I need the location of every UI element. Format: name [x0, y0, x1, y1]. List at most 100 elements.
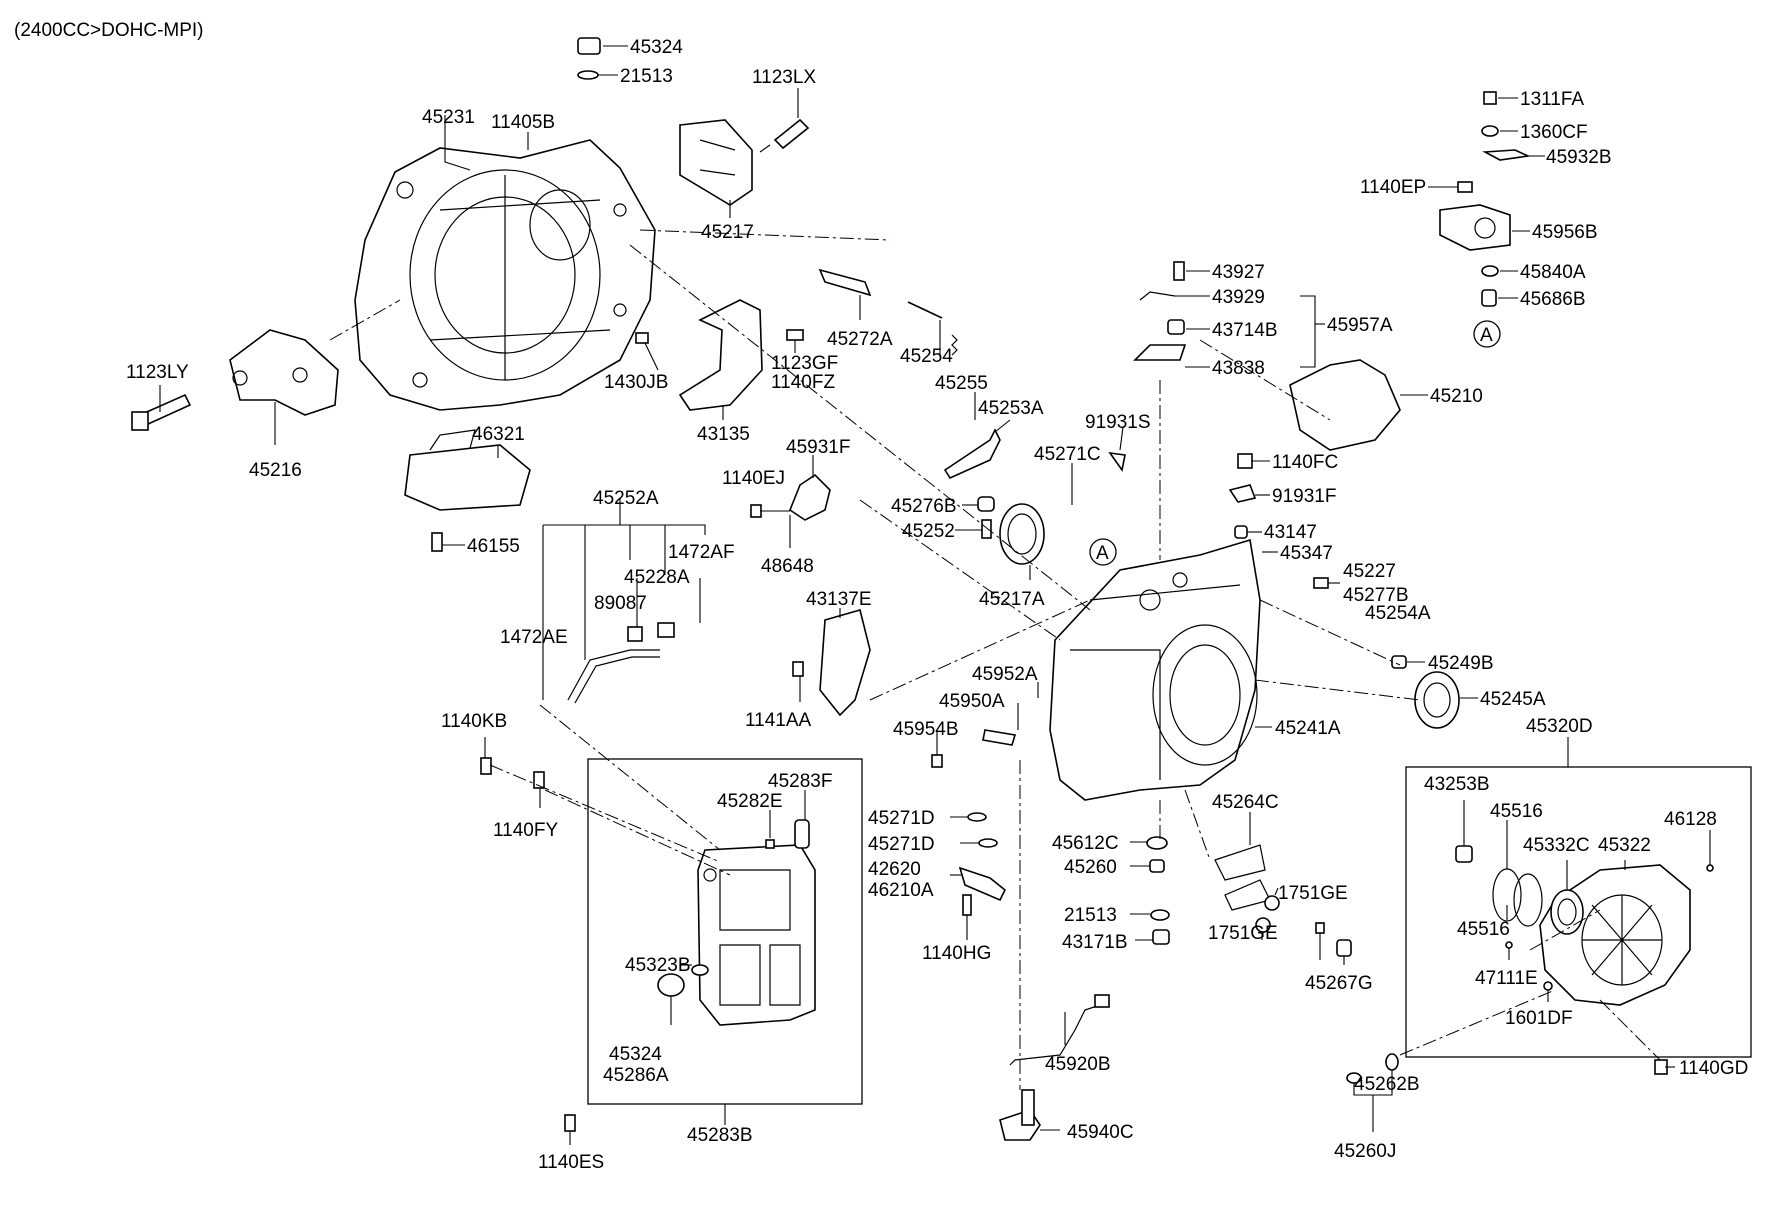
- label-43253B: 43253B: [1424, 774, 1490, 795]
- label-45267G: 45267G: [1305, 973, 1373, 994]
- lever-43838-drawing: [1133, 344, 1187, 361]
- label-45260: 45260: [1064, 857, 1117, 878]
- label-45956B: 45956B: [1532, 222, 1598, 243]
- label-45954B: 45954B: [893, 719, 959, 740]
- lever-45932B-drawing: [1482, 149, 1531, 161]
- label-1430JB: 1430JB: [604, 372, 668, 393]
- washer-1360CF-drawing: [1481, 125, 1499, 137]
- pin-45271D-a-drawing: [967, 812, 987, 822]
- seal-45612C-drawing: [1146, 836, 1168, 850]
- label-45272A: 45272A: [827, 329, 893, 350]
- label-1123GF: 1123GF: [771, 353, 838, 374]
- label-45271D-a: 45271D: [868, 808, 935, 829]
- header-engine-spec: (2400CC>DOHC-MPI): [14, 20, 204, 41]
- label-45254: 45254: [900, 346, 953, 367]
- plate-45950A-drawing: [982, 729, 1017, 746]
- valve-body-cover-drawing: [697, 844, 816, 1026]
- label-1140FZ: 1140FZ: [771, 372, 835, 393]
- solenoid-45283F-drawing: [794, 819, 810, 849]
- label-21513-mid: 21513: [1064, 905, 1117, 926]
- label-45932B: 45932B: [1546, 147, 1612, 168]
- oring-45516-b-drawing: [1513, 873, 1543, 927]
- seal-43253B-drawing: [1455, 845, 1473, 863]
- reference-marker-a-case: [1089, 538, 1117, 566]
- label-1472AE: 1472AE: [500, 627, 568, 648]
- label-45957A: 45957A: [1327, 315, 1393, 336]
- bracket-91931F-drawing: [1228, 484, 1257, 503]
- plug-43171B-drawing: [1152, 929, 1170, 945]
- reference-marker-a-case-label: A: [1096, 543, 1109, 564]
- shield-43135-drawing: [678, 299, 763, 411]
- label-47111E: 47111E: [1475, 968, 1538, 989]
- transaxle-case-drawing: [1049, 538, 1261, 801]
- bolt-1140FY-drawing: [533, 771, 545, 789]
- leader-lines: [159, 45, 1711, 1145]
- pin-1601DF-drawing: [1543, 981, 1553, 991]
- label-1140FY: 1140FY: [493, 820, 558, 841]
- label-89087: 89087: [594, 593, 647, 614]
- label-45332C: 45332C: [1523, 835, 1590, 856]
- label-45217A: 45217A: [979, 589, 1045, 610]
- label-1751GE-b: 1751GE: [1208, 923, 1278, 944]
- seal-45245A-drawing: [1414, 671, 1460, 729]
- sensor-shaft-45940C-drawing: [1021, 1089, 1035, 1126]
- bolt-1140HG-drawing: [962, 894, 972, 916]
- label-45227: 45227: [1343, 561, 1396, 582]
- label-45277B: 45277B: [1343, 585, 1409, 606]
- label-1141AA: 1141AA: [745, 710, 812, 731]
- label-46128: 46128: [1664, 809, 1717, 830]
- label-1360CF: 1360CF: [1520, 122, 1588, 143]
- pin-45271D-b-drawing: [978, 838, 998, 848]
- label-45931F: 45931F: [786, 437, 850, 458]
- label-45282E: 45282E: [717, 791, 783, 812]
- label-45262B: 45262B: [1354, 1074, 1420, 1095]
- label-45347: 45347: [1280, 543, 1333, 564]
- label-43147: 43147: [1264, 522, 1317, 543]
- label-45271D-b: 45271D: [868, 834, 935, 855]
- clip-91931S-drawing: [1108, 451, 1126, 472]
- label-91931F: 91931F: [1272, 486, 1336, 507]
- lever-45272A-drawing: [818, 268, 872, 297]
- label-43137E: 43137E: [806, 589, 872, 610]
- label-1472AF: 1472AF: [668, 542, 735, 563]
- nut-43714B-drawing: [1167, 319, 1185, 335]
- label-45210: 45210: [1430, 386, 1483, 407]
- label-45612C: 45612C: [1052, 833, 1119, 854]
- pin-1430JB-drawing: [635, 332, 649, 344]
- hose-assembly-45252A-drawing: [567, 622, 675, 704]
- bolt-45227-drawing: [1313, 577, 1329, 589]
- mount-45210-drawing: [1289, 359, 1401, 451]
- label-43927: 43927: [1212, 262, 1265, 283]
- pin-47111E-drawing: [1505, 941, 1513, 949]
- label-45686B: 45686B: [1520, 289, 1586, 310]
- reference-marker-a-top-right: [1473, 320, 1501, 348]
- plug-45249B-drawing: [1391, 655, 1407, 669]
- plug-45262B-drawing: [1385, 1053, 1399, 1071]
- bolt-1123LY-drawing: [131, 393, 192, 431]
- label-1140KB: 1140KB: [441, 711, 507, 732]
- label-45920B: 45920B: [1045, 1054, 1111, 1075]
- sensor-lead-45920B-drawing: [1009, 1004, 1101, 1066]
- label-43135: 43135: [697, 424, 750, 445]
- pin-45254-drawing: [907, 301, 943, 319]
- spring-45255-drawing: [951, 334, 958, 356]
- pin-46128-drawing: [1706, 864, 1714, 872]
- label-45516-b: 45516: [1457, 919, 1510, 940]
- label-46155: 46155: [467, 536, 520, 557]
- bolt-1123LX-drawing: [759, 118, 810, 153]
- dashed-alignment-lines: [329, 229, 1661, 1090]
- washer-21513-mid-drawing: [1150, 909, 1170, 921]
- rear-cover-group-box: [1405, 766, 1752, 1058]
- label-45324-low: 45324: [609, 1044, 662, 1065]
- label-91931S: 91931S: [1085, 412, 1151, 433]
- bolt-1123GF-drawing: [786, 329, 804, 341]
- label-11405B: 11405B: [491, 112, 555, 133]
- bolt-1141AA-drawing: [792, 661, 804, 677]
- label-1140EP: 1140EP: [1360, 177, 1426, 198]
- fitting-1751GE-drawing: [1315, 922, 1325, 934]
- bolt-1140ES-drawing: [564, 1114, 576, 1132]
- clip-43929-drawing: [1139, 291, 1176, 301]
- bushing-45686B-drawing: [1481, 289, 1497, 307]
- label-1140GD: 1140GD: [1679, 1058, 1748, 1079]
